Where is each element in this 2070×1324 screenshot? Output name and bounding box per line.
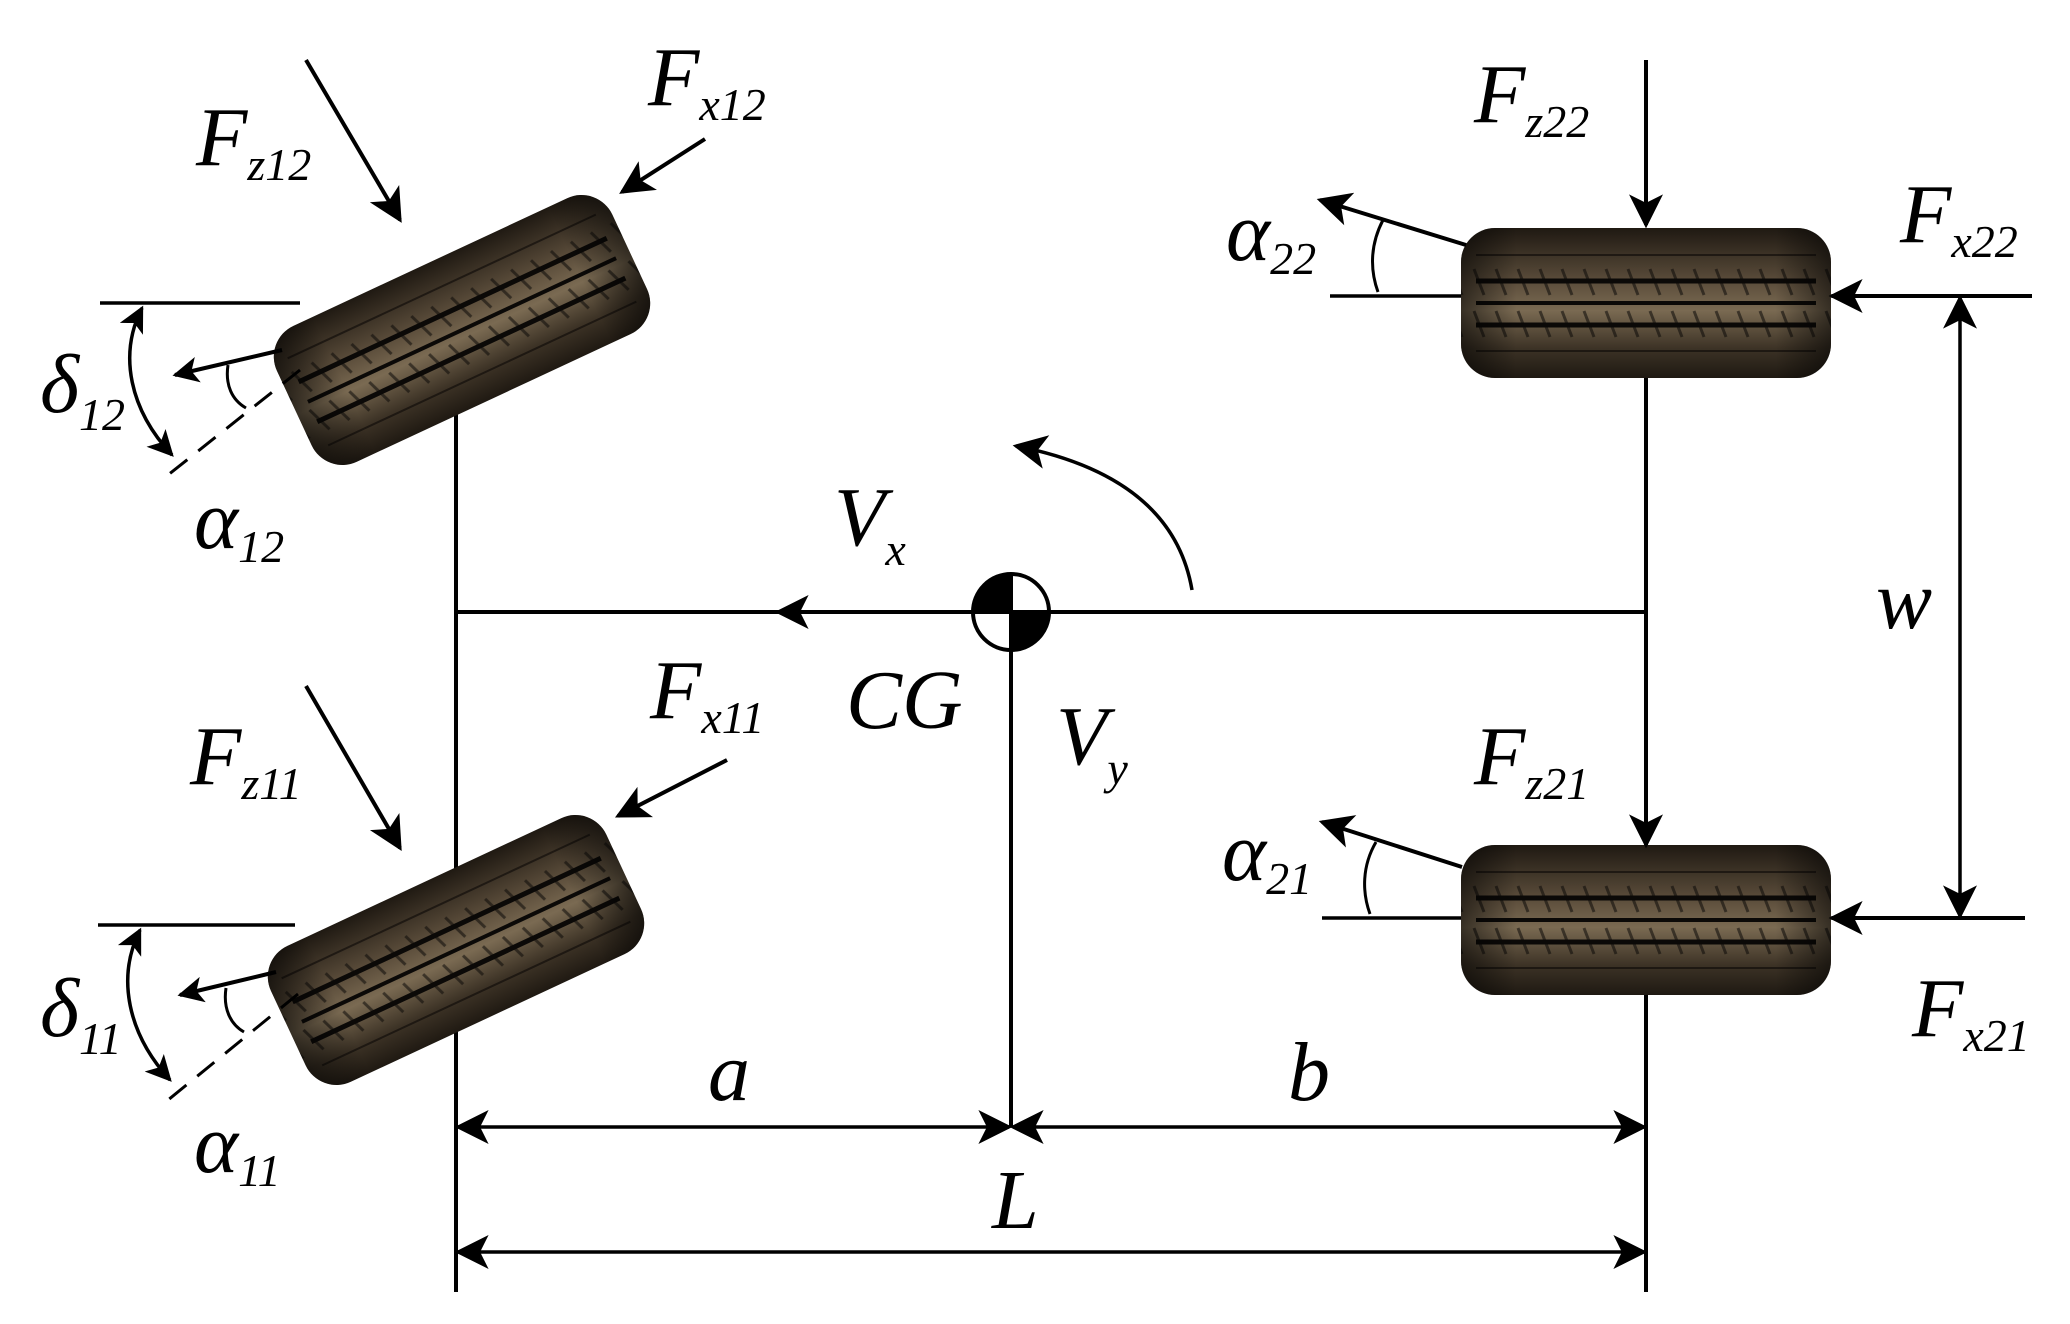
tire-22 — [1461, 228, 1831, 378]
fz11-arrow — [304, 684, 402, 851]
delta11-arc — [117, 927, 172, 1082]
wheel11-velocity-arrow — [177, 970, 277, 1003]
label-L: L — [991, 1154, 1039, 1247]
label-delta12: δ12 — [40, 338, 125, 440]
label-fz11: Fz11 — [189, 710, 302, 809]
label-w: w — [1876, 554, 1932, 647]
label-vx: Vx — [834, 471, 906, 575]
label-alpha21: α21 — [1222, 806, 1312, 904]
label-b: b — [1288, 1026, 1330, 1119]
fz12-arrow — [304, 58, 402, 223]
wheel22-velocity-arrow — [1316, 192, 1467, 247]
label-cg: CG — [846, 654, 963, 747]
wheel21-velocity-arrow — [1318, 815, 1463, 869]
label-fx11: Fx11 — [649, 644, 764, 743]
delta12-arc — [119, 305, 174, 457]
label-fz12: Fz12 — [195, 91, 311, 190]
label-fx22: Fx22 — [1899, 168, 2018, 267]
cg-symbol — [971, 572, 1051, 652]
tire-21 — [1461, 845, 1831, 995]
fx11-arrow — [614, 758, 728, 818]
wheel22-slip-arc — [1371, 219, 1385, 293]
wheel12-steer-ref — [167, 368, 301, 477]
tire-12 — [263, 184, 662, 476]
wheel11-slip-arc — [223, 987, 245, 1034]
label-alpha12: α12 — [194, 474, 284, 572]
wheel12-slip-arc — [225, 364, 247, 410]
label-vy: Vy — [1056, 690, 1128, 794]
label-alpha11: α11 — [194, 1098, 281, 1196]
label-a: a — [708, 1026, 750, 1119]
label-delta11: δ11 — [40, 962, 122, 1064]
label-alpha22: α22 — [1226, 186, 1316, 284]
wheel11-steer-ref — [167, 992, 299, 1102]
label-fz22: Fz22 — [1473, 48, 1589, 147]
fx12-arrow — [619, 137, 707, 194]
wheel12-velocity-arrow — [172, 348, 283, 383]
label-fz21: Fz21 — [1473, 710, 1589, 809]
yaw-rate-arc — [1012, 435, 1194, 591]
label-fx12: Fx12 — [647, 31, 766, 130]
label-fx21: Fx21 — [1911, 962, 2030, 1061]
wheel21-slip-arc — [1363, 841, 1378, 915]
